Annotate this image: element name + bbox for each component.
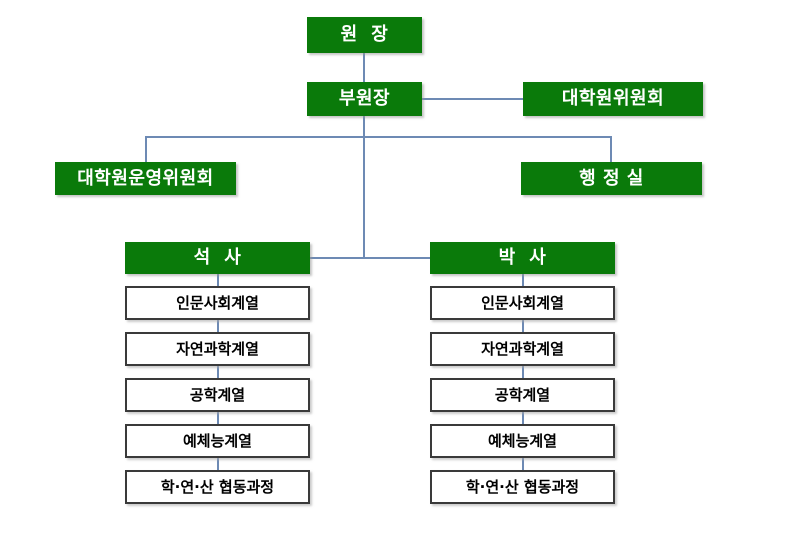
node-doctorate[interactable]: 박 사 <box>430 242 615 274</box>
node-doctorate-program[interactable]: 학·연·산 협동과정 <box>430 470 615 504</box>
node-doctorate-program[interactable]: 공학계열 <box>430 378 615 412</box>
connector-director-to-vice <box>363 53 365 83</box>
node-graduate-committee-label: 대학원위원회 <box>561 88 665 109</box>
connector-doctorate-column-spine <box>522 274 524 470</box>
node-masters-program[interactable]: 예체능계열 <box>125 424 310 458</box>
node-operating-committee[interactable]: 대학원운영위원회 <box>55 162 236 195</box>
connector-bus-to-operating-committee <box>145 136 147 163</box>
node-masters-program[interactable]: 인문사회계열 <box>125 286 310 320</box>
node-doctorate-program[interactable]: 예체능계열 <box>430 424 615 458</box>
node-masters-program-label: 인문사회계열 <box>176 293 259 312</box>
connector-masters-column-spine <box>217 274 219 470</box>
node-doctorate-program[interactable]: 자연과학계열 <box>430 332 615 366</box>
node-doctorate-program-label: 공학계열 <box>494 385 551 404</box>
node-masters-program-label: 학·연·산 협동과정 <box>160 477 275 496</box>
connector-masters-doctorate <box>310 257 430 259</box>
node-doctorate-label: 박 사 <box>498 247 547 268</box>
node-masters-program-label: 예체능계열 <box>182 431 252 450</box>
connector-vice-to-graduate-committee <box>422 98 523 100</box>
node-masters[interactable]: 석 사 <box>125 242 310 274</box>
node-masters-program-label: 공학계열 <box>189 385 246 404</box>
node-masters-program[interactable]: 자연과학계열 <box>125 332 310 366</box>
node-masters-label: 석 사 <box>193 247 242 268</box>
node-masters-program[interactable]: 공학계열 <box>125 378 310 412</box>
node-doctorate-program-label: 자연과학계열 <box>481 339 564 358</box>
node-operating-committee-label: 대학원운영위원회 <box>77 167 214 189</box>
node-graduate-committee[interactable]: 대학원위원회 <box>523 82 703 116</box>
connector-bus-to-admin-office <box>610 136 612 163</box>
node-admin-office[interactable]: 행 정 실 <box>521 162 702 195</box>
node-masters-program-label: 자연과학계열 <box>176 339 259 358</box>
node-vice-director-label: 부원장 <box>338 88 391 109</box>
node-director-label: 원 장 <box>340 24 389 45</box>
node-doctorate-program-label: 학·연·산 협동과정 <box>465 477 580 496</box>
connector-vice-trunk <box>363 116 365 258</box>
node-vice-director[interactable]: 부원장 <box>307 82 422 116</box>
connector-bus-row3 <box>145 136 612 138</box>
node-doctorate-program-label: 인문사회계열 <box>481 293 564 312</box>
node-doctorate-program[interactable]: 인문사회계열 <box>430 286 615 320</box>
node-director[interactable]: 원 장 <box>307 17 422 53</box>
node-masters-program[interactable]: 학·연·산 협동과정 <box>125 470 310 504</box>
node-doctorate-program-label: 예체능계열 <box>487 431 557 450</box>
node-admin-office-label: 행 정 실 <box>579 167 644 189</box>
